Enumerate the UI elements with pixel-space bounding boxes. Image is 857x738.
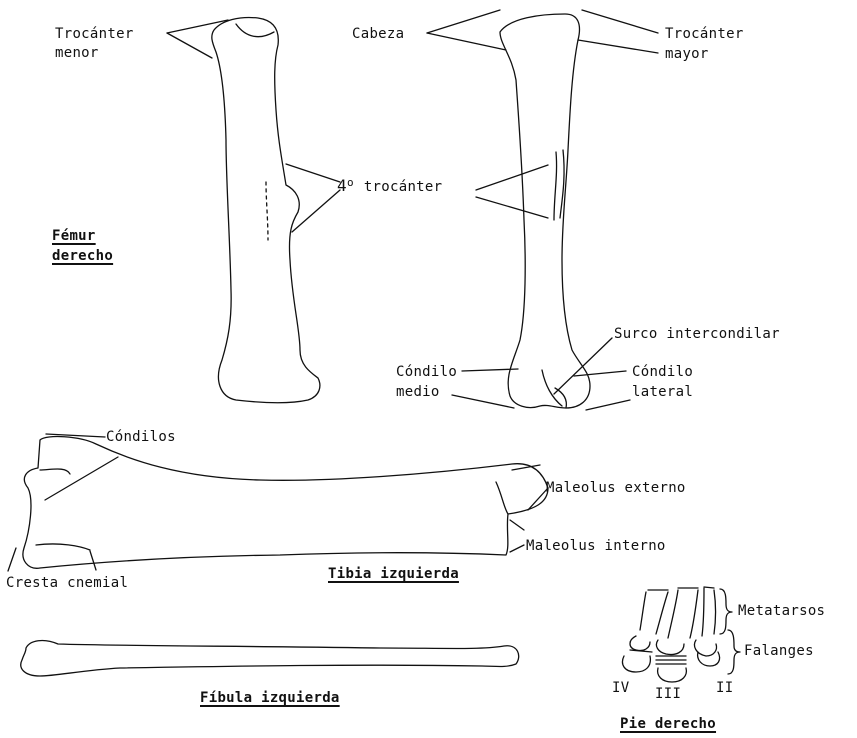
fibula-title: Fíbula izquierda <box>200 690 340 706</box>
cuarto-degree: o <box>347 176 354 189</box>
tibia-outline <box>23 437 548 569</box>
cuarto-trocanter-label: 4o trocánter <box>337 178 442 195</box>
femur-right-outline <box>500 14 590 408</box>
digit-iv-label: IV <box>612 680 629 696</box>
surco-intercondilar-label: Surco intercondilar <box>614 326 780 342</box>
falanges-label: Falanges <box>744 643 814 659</box>
maleolus-interno-label: Maleolus interno <box>526 538 666 554</box>
tibia-leader-lines <box>8 434 548 571</box>
condilo-medio-label-2: medio <box>396 384 440 400</box>
condilos-label: Cóndilos <box>106 429 176 445</box>
trocanter-menor-label-1: Trocánter <box>55 26 134 42</box>
condilo-medio-label-1: Cóndilo <box>396 364 457 380</box>
condilo-lateral-label-1: Cóndilo <box>632 364 693 380</box>
trocanter-mayor-label-1: Trocánter <box>665 26 744 42</box>
femur-title-1: Fémur <box>52 228 96 244</box>
digit-iii-label: III <box>655 686 681 702</box>
cabeza-label: Cabeza <box>352 26 404 42</box>
metatarsos-label: Metatarsos <box>738 603 825 619</box>
fibula-outline <box>21 641 519 676</box>
condilo-lateral-label-2: lateral <box>632 384 693 400</box>
cresta-cnemial-label: Cresta cnemial <box>6 575 128 591</box>
digit-ii-label: II <box>716 680 733 696</box>
foot-outline <box>623 587 720 682</box>
trocanter-mayor-label-2: mayor <box>665 46 709 62</box>
cuarto-number: 4 <box>337 176 347 195</box>
tibia-title: Tibia izquierda <box>328 566 459 582</box>
femur-title-2: derecho <box>52 248 113 264</box>
cuarto-text: trocánter <box>364 179 443 195</box>
maleolus-externo-label: Maleolus externo <box>546 480 686 496</box>
foot-braces <box>720 589 740 674</box>
pie-title: Pie derecho <box>620 716 716 732</box>
femur-leader-lines <box>167 10 658 410</box>
trocanter-menor-label-2: menor <box>55 45 99 61</box>
femur-left-outline <box>212 18 320 403</box>
